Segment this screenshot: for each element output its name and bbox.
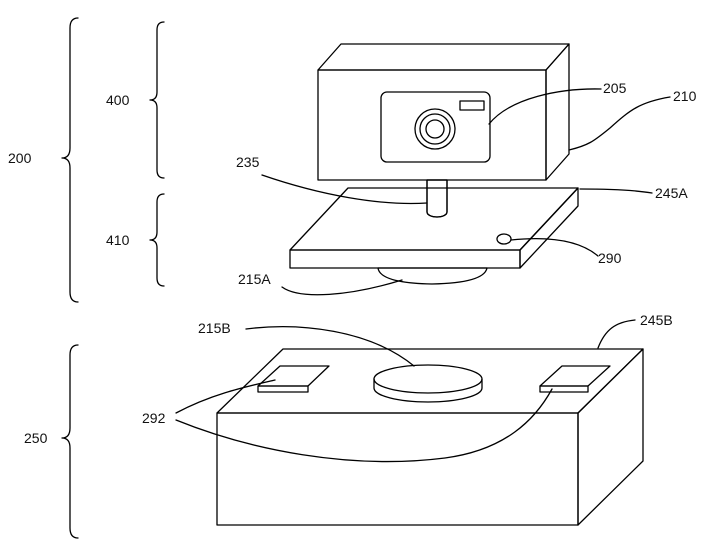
label-410: 410 [106, 232, 130, 248]
label-215b: 215B [198, 320, 231, 336]
plate-front [290, 250, 520, 268]
camera-lens-mid [420, 114, 450, 144]
camera-housing [318, 44, 569, 180]
leader-210 [569, 97, 670, 150]
housing-top [318, 44, 569, 70]
camera-lens-outer [415, 109, 455, 149]
support-post [427, 180, 447, 217]
base-side [578, 349, 643, 525]
label-200: 200 [8, 150, 32, 166]
puck-215b-side [374, 379, 482, 402]
pad-left-top [258, 366, 329, 386]
pad-left-front [258, 386, 308, 392]
camera-flash [460, 101, 484, 110]
leader-245b [598, 320, 635, 348]
camera-lens-inner [426, 120, 444, 138]
leader-205 [489, 89, 601, 124]
base-top [217, 349, 643, 413]
camera-icon [381, 92, 490, 162]
sensor-290 [497, 234, 511, 244]
label-245b: 245B [640, 312, 673, 328]
brace-250 [62, 345, 78, 538]
leader-215a [282, 280, 402, 295]
bottom-dome-215a [378, 268, 487, 284]
base-station [217, 349, 643, 525]
leader-292-right [176, 389, 552, 462]
leader-290 [511, 239, 598, 256]
leader-292-left [176, 380, 275, 413]
label-235: 235 [236, 154, 260, 170]
post-overlay [427, 180, 447, 217]
housing-side [546, 44, 569, 180]
pad-right-front [540, 386, 588, 392]
housing-front [318, 70, 546, 180]
pad-right-top [540, 366, 610, 386]
brace-400 [150, 22, 164, 178]
label-292: 292 [142, 410, 166, 426]
brace-200 [62, 18, 78, 302]
brace-410 [150, 194, 164, 286]
label-210: 210 [673, 88, 697, 104]
plate-side [520, 188, 578, 268]
leader-245a [580, 189, 652, 193]
label-400: 400 [106, 92, 130, 108]
label-290: 290 [598, 250, 622, 266]
label-250: 250 [24, 430, 48, 446]
plate-top [290, 188, 578, 250]
post-body [427, 180, 447, 217]
base-front [217, 413, 578, 525]
puck-215b-top [374, 365, 482, 393]
label-215a: 215A [238, 271, 271, 287]
label-205: 205 [603, 80, 627, 96]
leader-235 [262, 175, 427, 203]
camera-body [381, 92, 490, 162]
upper-plate [290, 180, 578, 284]
label-245a: 245A [655, 185, 688, 201]
